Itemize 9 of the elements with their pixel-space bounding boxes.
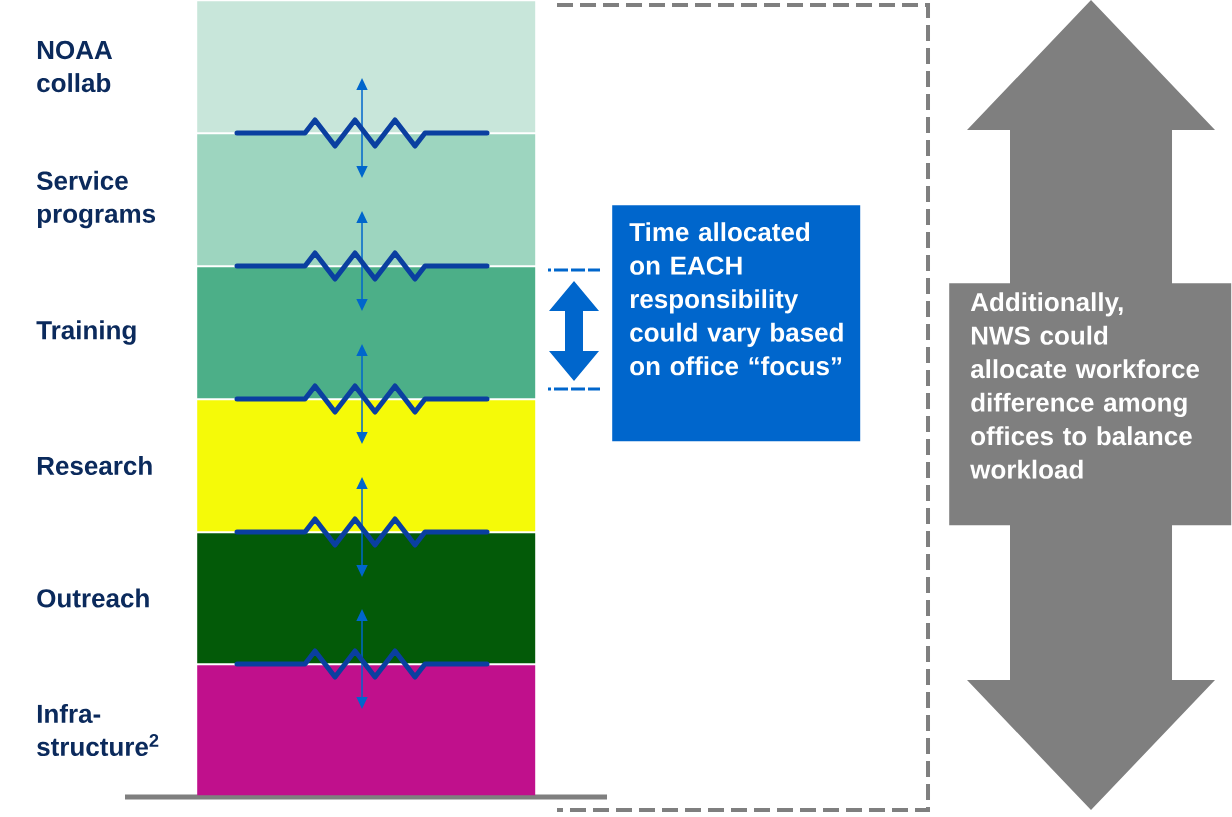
category-label: Infra- structure$^{2}$ bbox=[37, 703, 159, 757]
category-label: NOAA collab bbox=[37, 40, 113, 93]
note-box: Time allocated on EACH responsibility could vary based on office “focus” bbox=[612, 205, 861, 442]
category-label: Research bbox=[37, 455, 152, 476]
text-box: Additionally, NWS could allocate workforce difference among offices to balance workload bbox=[949, 283, 1232, 526]
category-label: Outreach bbox=[37, 588, 149, 608]
node-label: Additionally, NWS could allocate workforce difference among offices to balance workload bbox=[970, 292, 1200, 479]
category-label: Service programs bbox=[36, 170, 156, 229]
category-label: Training bbox=[36, 320, 136, 345]
